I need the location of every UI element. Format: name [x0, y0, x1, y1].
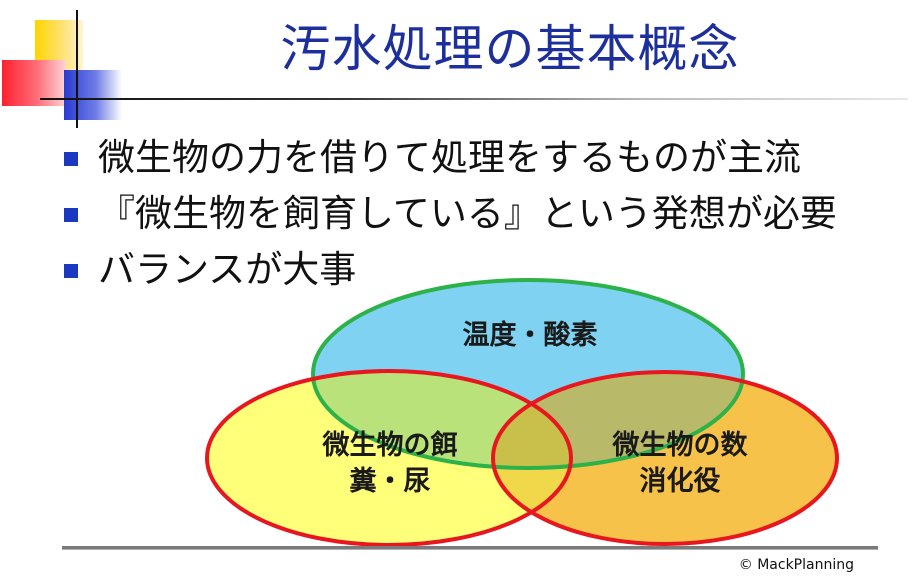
bullet-item: バランスが大事	[60, 242, 837, 298]
bullet-item: 微生物の力を借りて処理をするものが主流	[60, 130, 837, 186]
decor-blue-square	[64, 70, 122, 120]
title-underline	[40, 98, 908, 100]
copyright-text: © MackPlanning	[738, 557, 854, 573]
bullet-item: 『微生物を飼育している』という発想が必要	[60, 186, 837, 242]
venn-label-left-line1: 微生物の餌	[322, 430, 458, 461]
venn-outline-right	[491, 370, 839, 546]
footer-rule	[62, 546, 878, 550]
venn-label-left: 微生物の餌 糞・尿	[290, 428, 490, 500]
bullet-square-icon	[64, 152, 78, 166]
bullet-square-icon	[64, 208, 78, 222]
bullet-square-icon	[64, 264, 78, 278]
slide-title: 汚水処理の基本概念	[280, 20, 740, 78]
venn-outline-top	[311, 278, 745, 470]
venn-label-right: 微生物の数 消化役	[580, 428, 780, 500]
venn-outline-left	[205, 369, 573, 547]
decor-vertical-line	[76, 10, 78, 128]
bullet-text: バランスが大事	[98, 248, 357, 291]
venn-label-top: 温度・酸素	[462, 320, 598, 351]
venn-label-right-line1: 微生物の数	[612, 430, 748, 461]
bullet-text: 『微生物を飼育している』という発想が必要	[98, 192, 837, 235]
bullet-text: 微生物の力を借りて処理をするものが主流	[98, 136, 801, 179]
venn-label-right-line2: 消化役	[639, 466, 721, 497]
bullet-list: 微生物の力を借りて処理をするものが主流 『微生物を飼育している』という発想が必要…	[60, 130, 837, 298]
venn-label-left-line2: 糞・尿	[349, 466, 431, 497]
